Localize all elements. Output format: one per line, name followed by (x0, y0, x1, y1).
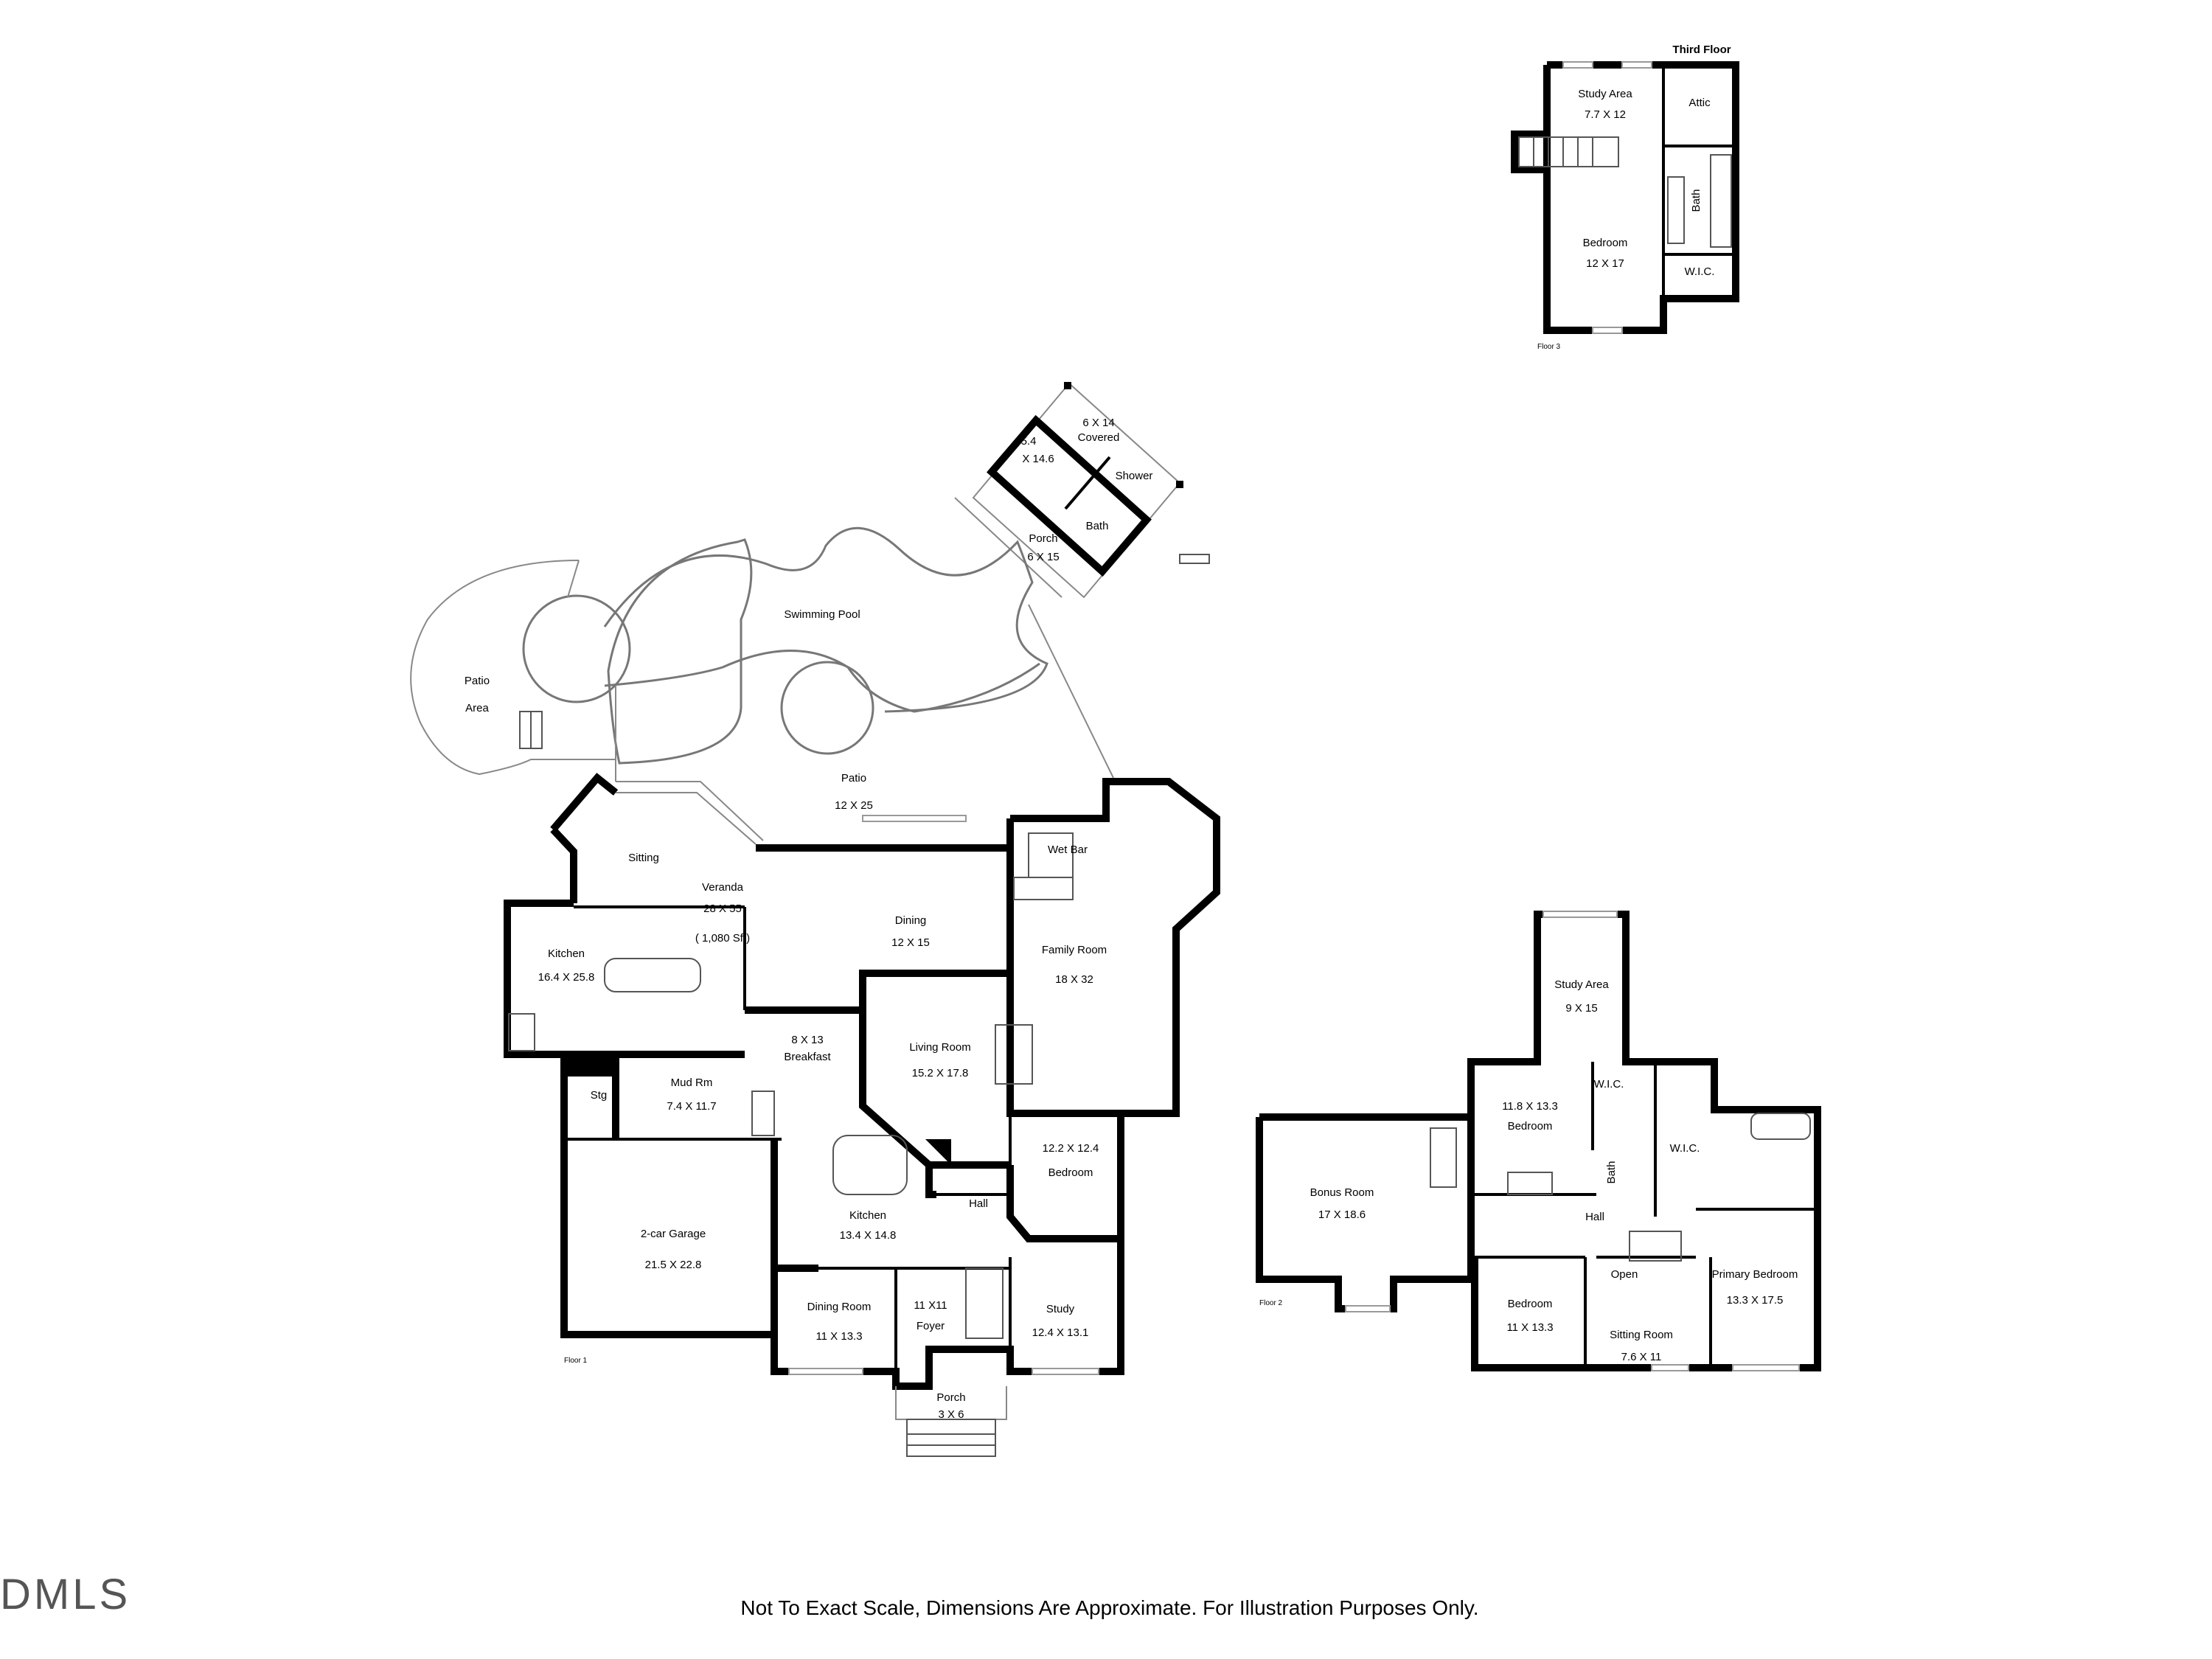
room-name: Bonus Room (1310, 1186, 1374, 1199)
room-dims: 18 X 32 (1055, 973, 1093, 986)
room-dims: Covered (1078, 431, 1120, 444)
room-name: Family Room (1042, 944, 1107, 956)
room-name: 12.2 X 12.4 (1043, 1142, 1099, 1155)
disclaimer-footer: Not To Exact Scale, Dimensions Are Appro… (740, 1596, 1478, 1619)
room-dims: 7.7 X 12 (1585, 108, 1626, 121)
room-dims: 21.5 X 22.8 (645, 1259, 702, 1271)
second-floor-labels: Study Area 9 X 15 11.8 X 13.3 Bedroom W.… (1259, 978, 1798, 1363)
room-name: 8 X 13 (791, 1034, 823, 1046)
room-name: Wet Bar (1048, 844, 1088, 856)
room-dims: 11 X 13.3 (815, 1330, 862, 1343)
room-name: Shower (1116, 470, 1153, 482)
room-name: 11.8 X 13.3 (1502, 1100, 1558, 1113)
room-name: Living Room (909, 1041, 970, 1054)
room-dims: 12 X 17 (1586, 257, 1624, 270)
room-name: Hall (1585, 1211, 1604, 1223)
room-name: Dining Room (807, 1301, 872, 1313)
room-name: Primary Bedroom (1712, 1268, 1798, 1281)
room-name: Bedroom (1508, 1298, 1553, 1310)
room-name: Sitting (628, 852, 659, 864)
room-dims: 7.4 X 11.7 (667, 1100, 716, 1113)
room-dims: 7.6 X 11 (1621, 1351, 1662, 1363)
third-floor-title: Third Floor (1672, 44, 1731, 56)
room-name: Porch (936, 1391, 965, 1404)
second-floor-plan (1256, 911, 1821, 1371)
room-dims: Bedroom (1508, 1120, 1553, 1133)
room-dims: 12.4 X 13.1 (1032, 1326, 1089, 1339)
third-floor-labels: Third Floor Study Area 7.7 X 12 Attic Ba… (1537, 44, 1731, 351)
room-dims: 12 X 25 (835, 799, 873, 812)
room-dims: 11 X 13.3 (1506, 1321, 1553, 1334)
room-extra: ( 1,080 Sf ) (695, 932, 750, 945)
room-name: 11 X11 (914, 1299, 947, 1312)
room-dims: 16.4 X 25.8 (538, 971, 595, 984)
room-name: Porch (1029, 532, 1057, 545)
room-dims: 28 X 55 (703, 902, 742, 915)
floor-label: Floor 1 (564, 1357, 588, 1365)
room-name: Patio (465, 675, 490, 687)
pool-house-plan (954, 382, 1210, 599)
dmls-logo: DMLS (0, 1571, 131, 1618)
floor-label: Floor 3 (1537, 343, 1561, 351)
room-name: Study (1046, 1303, 1075, 1315)
room-name: Kitchen (849, 1209, 886, 1222)
room-dims: 9 X 15 (1565, 1002, 1597, 1015)
room-name: 2-car Garage (641, 1228, 706, 1240)
floor-label: Floor 2 (1259, 1299, 1283, 1307)
first-floor-labels: 5.4 X 14.6 6 X 14 Covered Shower Bath Po… (465, 417, 1153, 1421)
room-name: Bath (1690, 189, 1703, 212)
room-name: Swimming Pool (784, 608, 860, 621)
room-dims: 13.3 X 17.5 (1727, 1294, 1784, 1307)
room-name: Stg (591, 1089, 608, 1102)
room-name: Veranda (702, 881, 744, 894)
first-floor-plan (504, 773, 1220, 1457)
room-name: W.I.C. (1685, 265, 1715, 278)
room-dims: 15.2 X 17.8 (912, 1067, 969, 1079)
room-dims: Bedroom (1048, 1166, 1093, 1179)
room-name: W.I.C. (1594, 1078, 1624, 1091)
room-dims: Foyer (917, 1320, 945, 1332)
room-dims: 13.4 X 14.8 (840, 1229, 897, 1242)
third-floor-plan (1511, 61, 1739, 334)
room-name: Hall (969, 1197, 988, 1210)
room-name: Kitchen (548, 947, 585, 960)
room-name: Patio (841, 772, 866, 785)
room-dims: 12 X 15 (891, 936, 930, 949)
room-name: Open (1611, 1268, 1638, 1281)
room-name: 5.4 (1021, 435, 1037, 448)
room-dims: Breakfast (784, 1051, 831, 1063)
room-name: Bath (1605, 1161, 1618, 1184)
room-name: Sitting Room (1610, 1329, 1673, 1341)
room-name: W.I.C. (1670, 1142, 1700, 1155)
room-name: 6 X 14 (1082, 417, 1114, 429)
room-name: Bath (1086, 520, 1109, 532)
room-name: Study Area (1554, 978, 1609, 991)
pool-and-patio-plan (410, 526, 1114, 782)
room-name: Study Area (1578, 88, 1632, 100)
room-dims: 6 X 15 (1027, 551, 1059, 563)
room-name: Mud Rm (671, 1077, 713, 1089)
room-dims: X 14.6 (1022, 453, 1054, 465)
room-name: Dining (895, 914, 927, 927)
room-name: Attic (1688, 97, 1711, 109)
room-name: Bedroom (1583, 237, 1628, 249)
room-dims: 17 X 18.6 (1318, 1208, 1366, 1221)
room-dims: Area (465, 702, 489, 714)
room-dims: 3 X 6 (938, 1408, 964, 1421)
